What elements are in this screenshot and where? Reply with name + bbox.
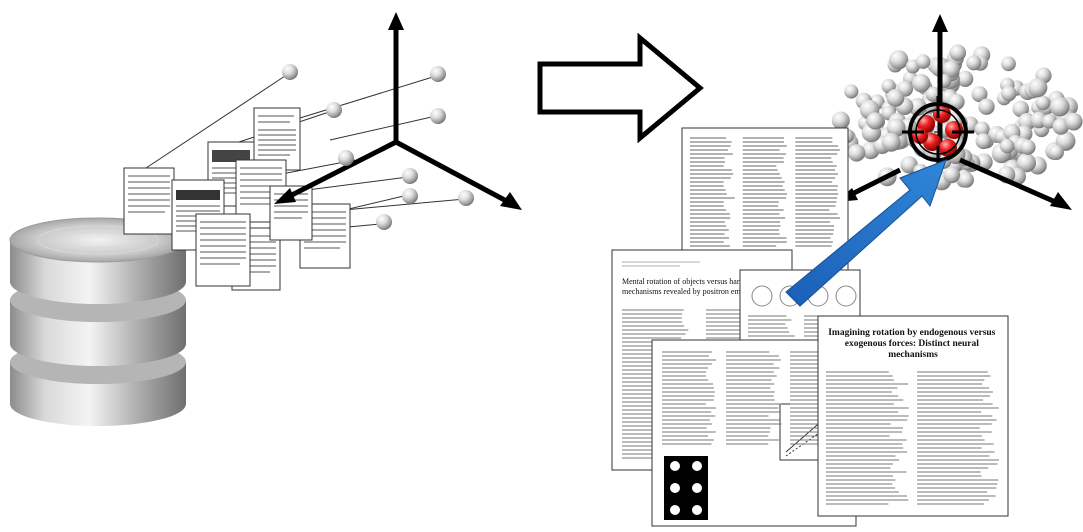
embedded-point (912, 73, 931, 93)
paper-stack-left (123, 107, 351, 291)
embedded-point (943, 166, 960, 184)
embedded-point (1001, 56, 1016, 72)
embedded-point (887, 118, 906, 137)
paper-thumbnail (123, 167, 175, 235)
embedded-point (881, 132, 901, 152)
paper-thumbnail (195, 213, 251, 287)
embedded-point (971, 86, 988, 103)
paper-1-title: Mental rotation of objects versus hands:… (622, 277, 800, 296)
embedded-point (1012, 100, 1029, 118)
embedded-point (831, 111, 850, 130)
database-icon (9, 217, 187, 426)
embedded-point (1028, 78, 1048, 98)
embedded-point (942, 60, 960, 78)
embedded-point (1035, 95, 1051, 111)
embedded-points-cloud (831, 44, 1083, 191)
embedded-point (900, 156, 918, 174)
coordinate-axes-left (274, 12, 522, 210)
paper-1-title-line-1: Mental rotation of objects versus hands:… (622, 277, 775, 286)
embedded-point (1016, 153, 1036, 173)
embedded-point (866, 112, 884, 130)
crosshair-icon (902, 96, 974, 168)
paper-2-title: Imagining rotation by endogenous versus … (828, 328, 998, 360)
embedded-point (886, 89, 905, 107)
embedded-point (978, 98, 995, 115)
embedded-point (966, 55, 982, 71)
embedded-point (1001, 85, 1017, 102)
embedded-point (958, 172, 974, 188)
query-arrow-icon (785, 159, 947, 307)
embedded-point (1020, 139, 1036, 155)
transition-arrow-icon (537, 32, 704, 144)
embedded-point (844, 84, 859, 99)
paper-page-imagining-rotation: Imagining rotation by endogenous versus … (817, 315, 1009, 517)
paper-2-title-line-3: mechanisms (888, 350, 938, 360)
embedded-point (974, 121, 990, 137)
embedded-point (975, 133, 992, 150)
embedded-point (908, 97, 927, 117)
embedded-point (889, 50, 909, 70)
embedded-point (1050, 96, 1070, 117)
paper-2-title-line-1: Imagining rotation by endogenous versus (828, 328, 995, 338)
embedded-point (949, 44, 967, 61)
paper-2-title-line-2: exogenous forces: Distinct neural (845, 339, 979, 349)
embedded-point (1048, 144, 1065, 160)
embedded-point (915, 54, 931, 69)
paper-stack-right: Mental rotation of objects versus hands:… (611, 127, 1009, 527)
embedded-point (847, 144, 866, 162)
paper-1-title-line-2: mechanisms revealed by positron emission… (622, 287, 800, 296)
embedded-point (957, 70, 974, 87)
embedded-points-left (282, 64, 474, 230)
embedded-point (1064, 112, 1083, 131)
embedded-point (999, 138, 1015, 154)
